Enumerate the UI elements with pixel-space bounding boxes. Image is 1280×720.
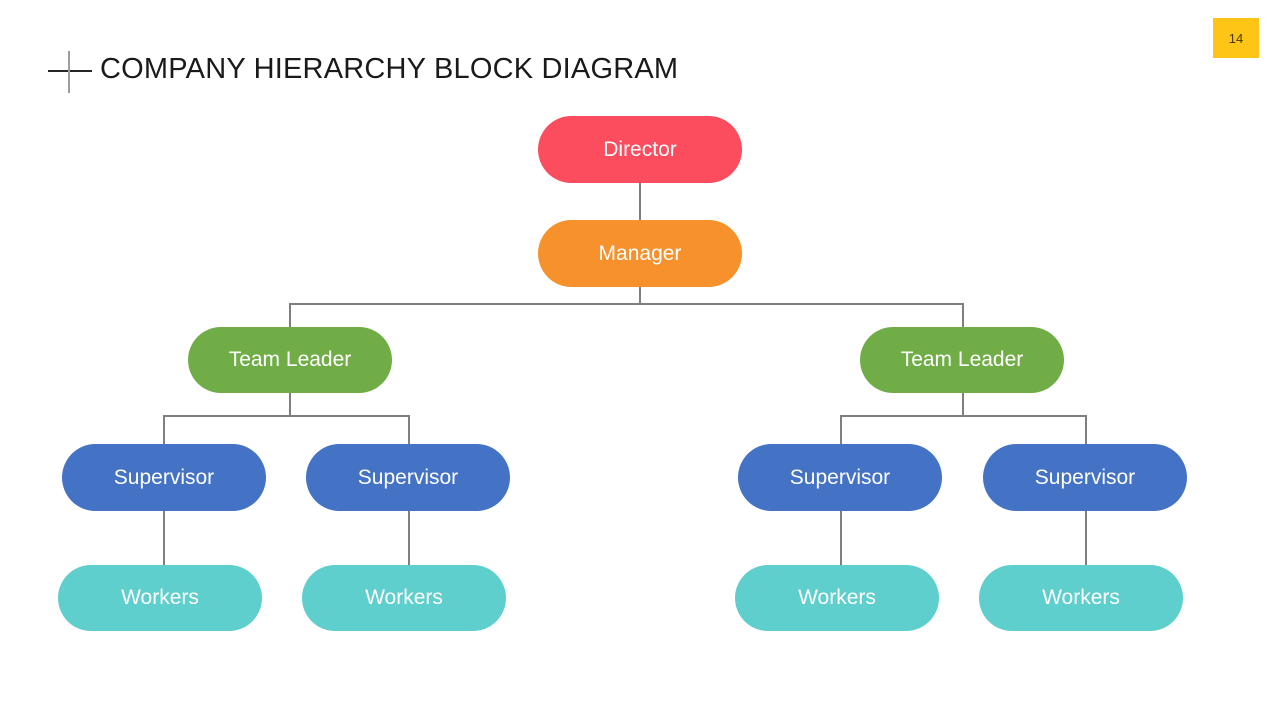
org-node-label: Director xyxy=(603,137,677,161)
connector-supervisor2-workers xyxy=(408,511,410,566)
connector-manager-stub xyxy=(639,287,641,304)
org-node-team-leader-right: Team Leader xyxy=(860,327,1064,393)
org-node-label: Supervisor xyxy=(113,465,215,489)
connector-supervisor4-workers xyxy=(1085,511,1087,566)
org-node-supervisor-1: Supervisor xyxy=(62,444,266,511)
org-node-label: Supervisor xyxy=(1034,465,1136,489)
connector-bus-teamleader-left xyxy=(289,303,291,328)
connector-rightbus-supervisor3 xyxy=(840,415,842,445)
connector-director-manager xyxy=(639,183,641,221)
org-node-label: Workers xyxy=(121,586,199,609)
plus-icon-horizontal-bar xyxy=(48,70,92,72)
org-node-manager: Manager xyxy=(538,220,742,287)
connector-rightbus-supervisor4 xyxy=(1085,415,1087,445)
connector-right-bus xyxy=(840,415,1087,417)
connector-leftbus-supervisor1 xyxy=(163,415,165,445)
connector-top-bus xyxy=(289,303,964,305)
org-node-supervisor-4: Supervisor xyxy=(983,444,1187,511)
connector-teamleader-right-stub xyxy=(962,393,964,416)
org-node-team-leader-left: Team Leader xyxy=(188,327,392,393)
org-node-workers-4: Workers xyxy=(979,565,1183,631)
connector-teamleader-left-stub xyxy=(289,393,291,416)
org-node-supervisor-3: Supervisor xyxy=(738,444,942,511)
org-node-label: Manager xyxy=(598,241,682,265)
connector-left-bus xyxy=(163,415,410,417)
org-node-supervisor-2: Supervisor xyxy=(306,444,510,511)
org-node-label: Team Leader xyxy=(228,348,352,371)
org-node-label: Workers xyxy=(798,586,876,609)
connector-supervisor1-workers xyxy=(163,511,165,566)
page-title: COMPANY HIERARCHY BLOCK DIAGRAM xyxy=(100,53,679,85)
org-node-label: Supervisor xyxy=(357,465,459,489)
connector-leftbus-supervisor2 xyxy=(408,415,410,445)
connector-supervisor3-workers xyxy=(840,511,842,566)
org-node-workers-2: Workers xyxy=(302,565,506,631)
org-node-label: Team Leader xyxy=(900,348,1024,371)
org-node-label: Supervisor xyxy=(789,465,891,489)
org-node-workers-1: Workers xyxy=(58,565,262,631)
org-node-director: Director xyxy=(538,116,742,183)
org-node-workers-3: Workers xyxy=(735,565,939,631)
connector-bus-teamleader-right xyxy=(962,303,964,328)
page-number-badge: 14 xyxy=(1213,18,1259,58)
org-node-label: Workers xyxy=(365,586,443,609)
org-node-label: Workers xyxy=(1042,586,1120,609)
plus-icon-vertical-bar xyxy=(68,51,70,93)
